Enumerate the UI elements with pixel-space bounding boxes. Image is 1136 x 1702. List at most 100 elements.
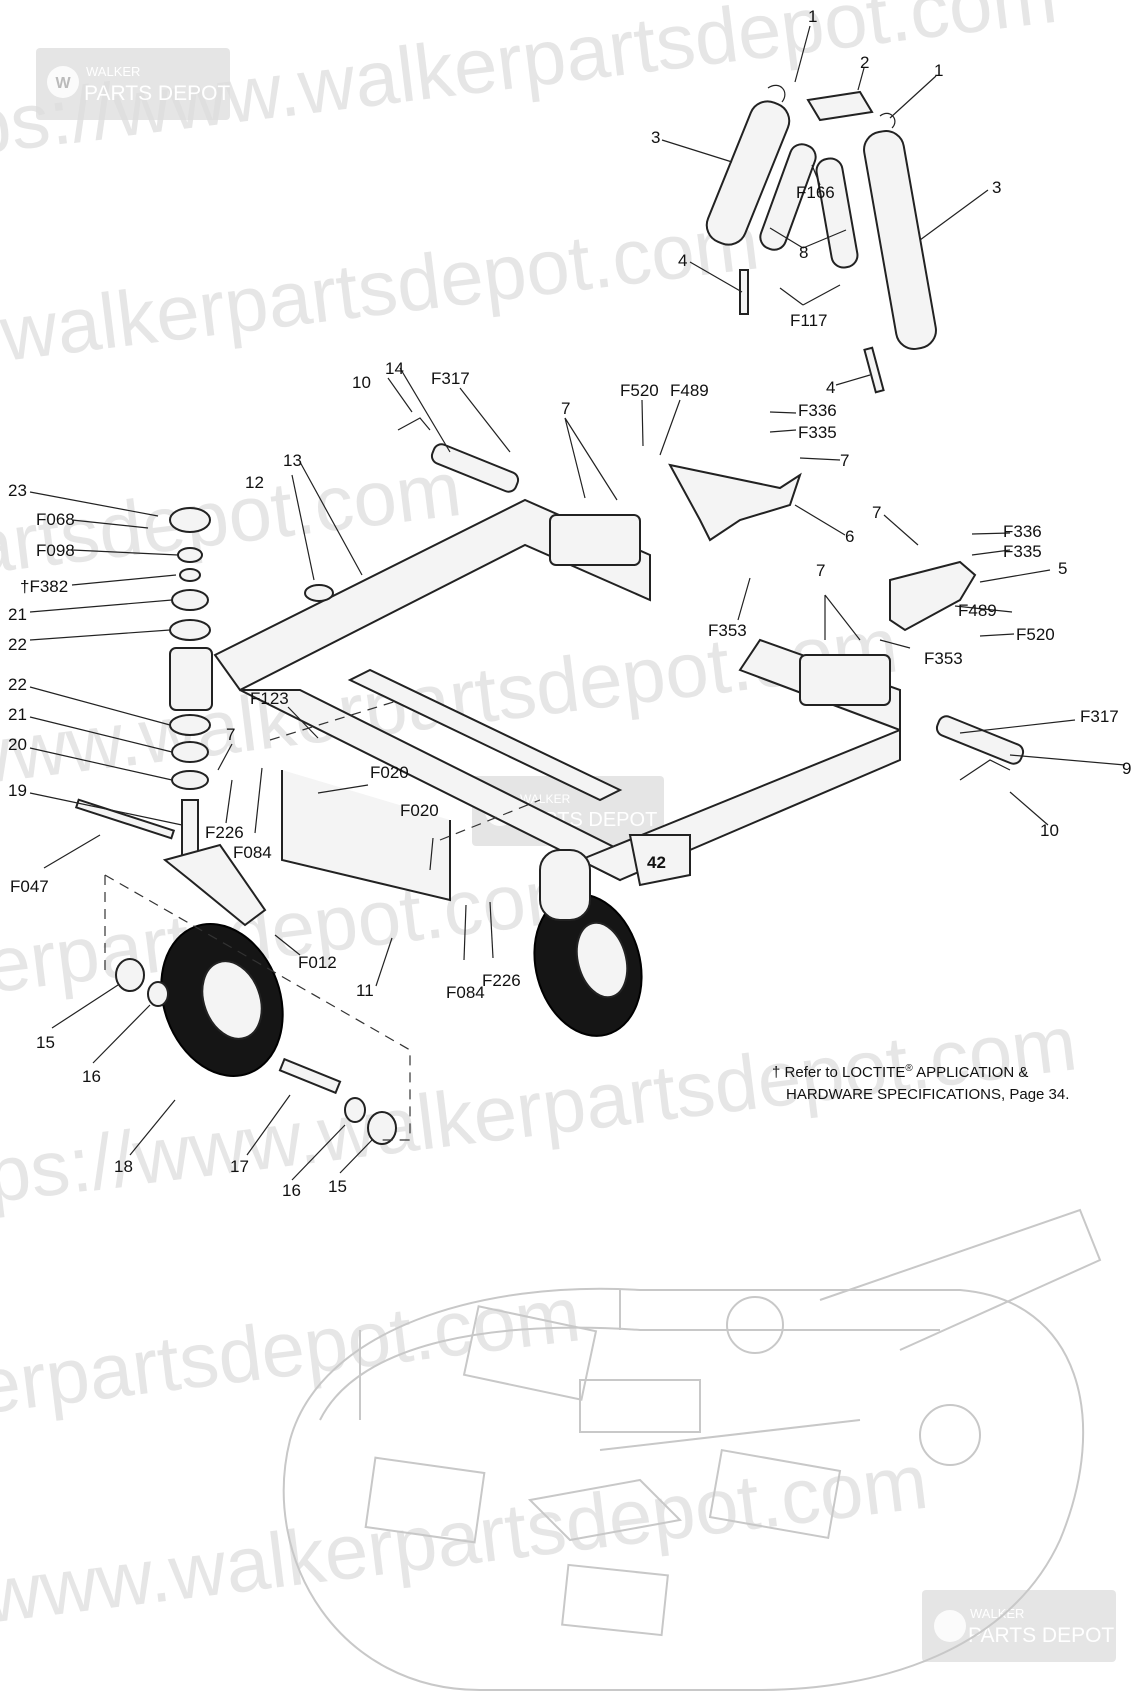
callout-F520: F520 bbox=[620, 381, 659, 400]
note-line-1-text: Refer to LOCTITE bbox=[784, 1064, 906, 1081]
callout-7: 7 bbox=[840, 451, 849, 470]
callout-15: 15 bbox=[328, 1177, 347, 1196]
eyebolt-left bbox=[739, 269, 749, 315]
callout-21: 21 bbox=[8, 605, 27, 624]
callout-F226: F226 bbox=[482, 971, 521, 990]
pivot-bracket-5 bbox=[889, 560, 977, 632]
callout-F489: F489 bbox=[958, 601, 997, 620]
callout-F117: F117 bbox=[790, 311, 828, 330]
callout-3: 3 bbox=[992, 178, 1001, 197]
grip-10-left bbox=[397, 417, 431, 431]
callout-F317: F317 bbox=[431, 369, 470, 388]
watermark-text-7: https://www.walkerpartsdepot.com bbox=[0, 1269, 585, 1501]
callout-F335: F335 bbox=[798, 423, 837, 442]
bearing-21-bottom bbox=[171, 741, 209, 763]
note-line-1-tail: APPLICATION & bbox=[912, 1064, 1029, 1081]
seal-20 bbox=[171, 770, 209, 790]
callout-15: 15 bbox=[36, 1033, 55, 1052]
callout-1: 1 bbox=[808, 7, 817, 26]
logo-badge-bottom: WALKER PARTS DEPOT bbox=[922, 1590, 1116, 1662]
axle-17 bbox=[278, 1057, 342, 1095]
callout-11: 11 bbox=[356, 981, 374, 1000]
callout-F353: F353 bbox=[924, 649, 963, 668]
callout-23: 23 bbox=[8, 481, 27, 500]
callout-13: 13 bbox=[283, 451, 302, 470]
callout-F068: F068 bbox=[36, 510, 75, 529]
callout-labels: 1 2 1 3 F166 3 8 4 F117 4 10 14 F317 7 F… bbox=[8, 7, 1131, 1200]
callout-F166: F166 bbox=[796, 183, 835, 202]
logo-large-text: PARTS DEPOT bbox=[968, 1624, 1114, 1647]
callout-22: 22 bbox=[8, 635, 27, 654]
callout-16: 16 bbox=[82, 1067, 101, 1086]
washer-15-right bbox=[367, 1111, 397, 1145]
callout-F084: F084 bbox=[446, 983, 485, 1002]
mower-frame: 42 bbox=[169, 498, 901, 887]
foot-plate bbox=[347, 668, 623, 802]
callout-F047: F047 bbox=[10, 877, 49, 896]
callout-10: 10 bbox=[352, 373, 371, 392]
lift-pin-9 bbox=[935, 715, 1025, 765]
callout-14: 14 bbox=[385, 359, 404, 378]
callout-F012: F012 bbox=[298, 953, 337, 972]
logo-small-text: WALKER bbox=[970, 1606, 1024, 1621]
bearing-16-left bbox=[147, 981, 169, 1007]
callout-F317: F317 bbox=[1080, 707, 1119, 726]
callout-21: 21 bbox=[8, 705, 27, 724]
logo-large-text: PARTS DEPOT bbox=[84, 82, 230, 105]
bail-rod-11 bbox=[281, 770, 451, 902]
nut-F098 bbox=[177, 547, 203, 563]
callout-19: 19 bbox=[8, 781, 27, 800]
caster-fork-right bbox=[539, 849, 591, 921]
dagger-symbol: † bbox=[772, 1064, 781, 1081]
registered-mark: ® bbox=[905, 1063, 913, 1074]
lift-components bbox=[281, 417, 1025, 902]
bearing-16-right bbox=[344, 1097, 366, 1123]
deck-context-drawing bbox=[282, 1208, 1102, 1691]
spring-left-large bbox=[705, 100, 791, 246]
note-line-2: HARDWARE SPECIFICATIONS, Page 34. bbox=[786, 1086, 1070, 1103]
pivot-bracket-6 bbox=[668, 463, 802, 542]
spring-right-large bbox=[863, 130, 937, 350]
lift-pin-14 bbox=[430, 443, 520, 493]
callout-F084: F084 bbox=[233, 843, 272, 862]
callout-F520: F520 bbox=[1016, 625, 1055, 644]
caster-stack bbox=[74, 507, 267, 927]
note-line-1: † Refer to LOCTITE® APPLICATION & bbox=[772, 1058, 1072, 1084]
grip-10-right bbox=[959, 759, 1011, 781]
dust-cap-23 bbox=[169, 507, 211, 533]
dashed-guides bbox=[104, 699, 541, 1141]
callout-F489: F489 bbox=[670, 381, 709, 400]
callout-3: 3 bbox=[651, 128, 660, 147]
race-22-bottom bbox=[169, 714, 211, 736]
logo-small-text: WALKER bbox=[520, 792, 571, 806]
callout-1: 1 bbox=[934, 61, 943, 80]
callout-4: 4 bbox=[678, 251, 687, 270]
spring-assembly bbox=[705, 84, 937, 394]
pivot-brackets bbox=[668, 463, 977, 632]
eyebolt-right bbox=[863, 346, 885, 394]
deck-size-label: 42 bbox=[647, 853, 666, 872]
wheel-left bbox=[115, 923, 397, 1145]
leader-lines bbox=[29, 25, 1126, 1181]
callout-12: 12 bbox=[245, 473, 264, 492]
callout-F020: F020 bbox=[400, 801, 439, 820]
callout-22: 22 bbox=[8, 675, 27, 694]
callout-F336: F336 bbox=[798, 401, 837, 420]
spring-inner-left bbox=[759, 143, 817, 251]
callout-F123: F123 bbox=[250, 689, 289, 708]
spring-inner-right bbox=[815, 157, 859, 269]
callout-7: 7 bbox=[816, 561, 825, 580]
washer-15-left bbox=[115, 958, 145, 992]
svg-text:W: W bbox=[55, 75, 71, 92]
watermark-text-6: https://www.walkerpartsdepot.com bbox=[0, 998, 1081, 1230]
callout-7: 7 bbox=[226, 725, 235, 744]
spring-clip-left bbox=[767, 84, 786, 103]
callout-F226: F226 bbox=[205, 823, 244, 842]
wheel-right bbox=[533, 849, 643, 1037]
callout-10: 10 bbox=[1040, 821, 1059, 840]
race-22-top bbox=[169, 619, 211, 641]
callout-20: 20 bbox=[8, 735, 27, 754]
logo-small-text: WALKER bbox=[86, 64, 140, 79]
logo-badge-top: W WALKER PARTS DEPOT bbox=[36, 48, 230, 120]
